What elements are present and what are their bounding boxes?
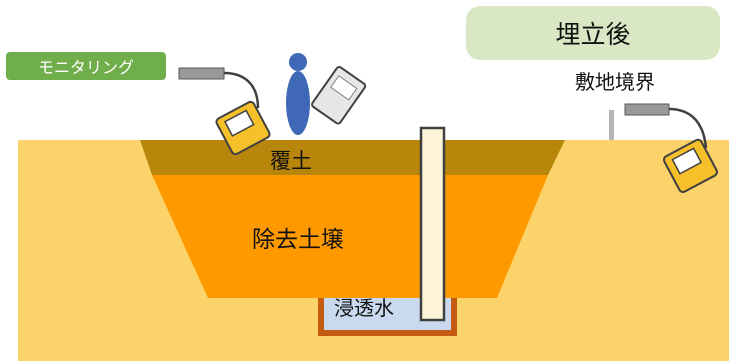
cover-soil-layer xyxy=(140,140,565,175)
leachate-label: 浸透水 xyxy=(334,296,394,320)
monitoring-device-icon xyxy=(178,67,271,156)
survey-meter-icon xyxy=(311,66,367,125)
cover-soil-label: 覆土 xyxy=(270,149,312,173)
boundary-post-icon xyxy=(609,110,614,140)
person-icon xyxy=(286,53,310,135)
monitoring-badge: モニタリング xyxy=(6,52,166,80)
removed-soil-label: 除去土壌 xyxy=(252,227,344,253)
removed-soil-layer xyxy=(152,175,548,298)
monitoring-device-icon xyxy=(624,103,718,193)
title-badge: 埋立後 xyxy=(466,6,720,60)
observation-well-icon xyxy=(419,126,446,322)
boundary-label: 敷地境界 xyxy=(575,70,655,94)
